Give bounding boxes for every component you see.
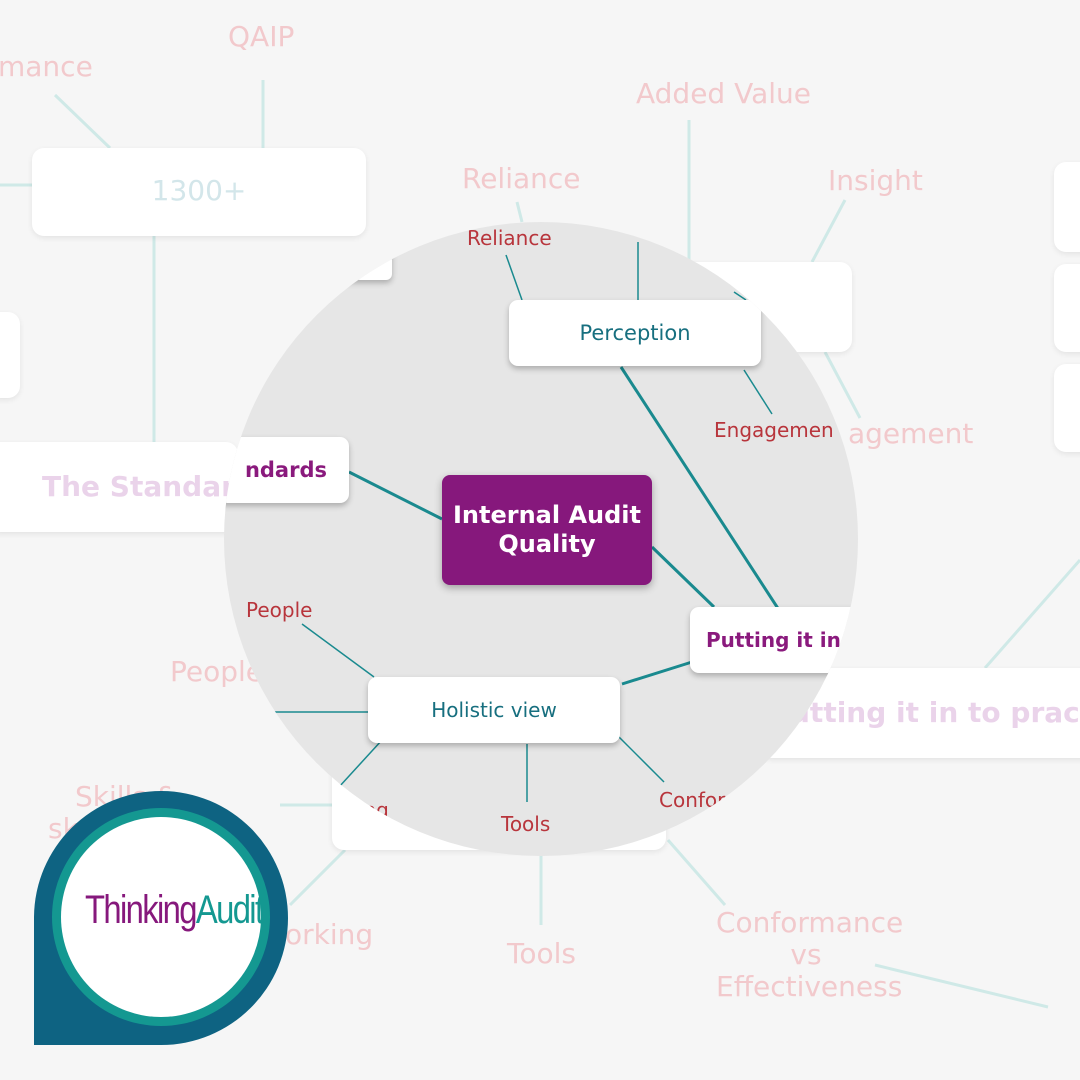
bg-box-1300: 1300+ xyxy=(32,148,366,236)
node-internal-audit-quality[interactable]: Internal Audit Quality xyxy=(442,475,652,585)
bg-label-qaip: QAIP xyxy=(228,20,295,53)
bg-label-engagement: agement xyxy=(848,417,974,450)
bg-label-conformance-vs: vs xyxy=(790,938,822,971)
logo-word-audit: Audit xyxy=(195,888,264,932)
bg-label-insight: Insight xyxy=(828,164,923,197)
bg-label-tools: Tools xyxy=(507,937,576,970)
leaf-conformance: Confor xyxy=(659,788,726,812)
bg-box-1300-label: 1300+ xyxy=(151,174,247,207)
leaf-people: People xyxy=(246,598,313,622)
logo-wordmark: ThinkingAudit xyxy=(85,888,264,933)
bg-label-effectiveness: Effectiveness xyxy=(716,970,903,1003)
node-standards-label: ndards xyxy=(244,458,327,482)
leaf-working: ting xyxy=(350,798,389,822)
bg-label-skills-2: sk xyxy=(48,812,79,845)
bg-box-standards: The Standard xyxy=(0,442,255,532)
center-label-line1: Internal Audit xyxy=(452,501,641,529)
bg-label-conformance: Conformance xyxy=(716,906,904,939)
bg-box-right-2 xyxy=(1054,264,1080,352)
bg-box-putting-label: utting it in to practic xyxy=(790,696,1080,729)
node-perception-label: Perception xyxy=(579,321,691,345)
bg-label-skills: Skills & xyxy=(75,780,178,813)
leaf-tools: Tools xyxy=(501,812,551,836)
node-putting-label: Putting it in t xyxy=(706,628,858,652)
node-putting-it-in-to-practice[interactable]: Putting it in t xyxy=(690,607,858,673)
bg-box-right-1 xyxy=(1054,162,1080,252)
leaf-reliance: Reliance xyxy=(467,226,552,250)
bg-box-right-3 xyxy=(1054,364,1080,452)
bg-label-added-value: Added Value xyxy=(636,77,811,110)
node-perception[interactable]: Perception xyxy=(509,300,761,366)
bg-box-standards-label: The Standard xyxy=(42,470,255,503)
bg-label-mance: mance xyxy=(0,50,93,83)
lens-node-top-partial xyxy=(324,242,392,280)
lens-connectors xyxy=(274,242,781,802)
bg-label-working: orking xyxy=(285,918,374,951)
node-standards[interactable]: ndards xyxy=(224,437,349,503)
center-label-line2: Quality xyxy=(498,530,596,558)
logo-word-thinking: Thinking xyxy=(85,888,198,932)
bg-label-reliance: Reliance xyxy=(462,162,581,195)
node-holistic-view[interactable]: Holistic view xyxy=(368,677,620,743)
magnifier-lens: Perception ndards Internal Audit Quality… xyxy=(224,222,858,856)
node-holistic-label: Holistic view xyxy=(431,698,557,722)
bg-box-left-partial xyxy=(0,312,20,398)
leaf-engagement: Engagemen xyxy=(714,418,834,442)
